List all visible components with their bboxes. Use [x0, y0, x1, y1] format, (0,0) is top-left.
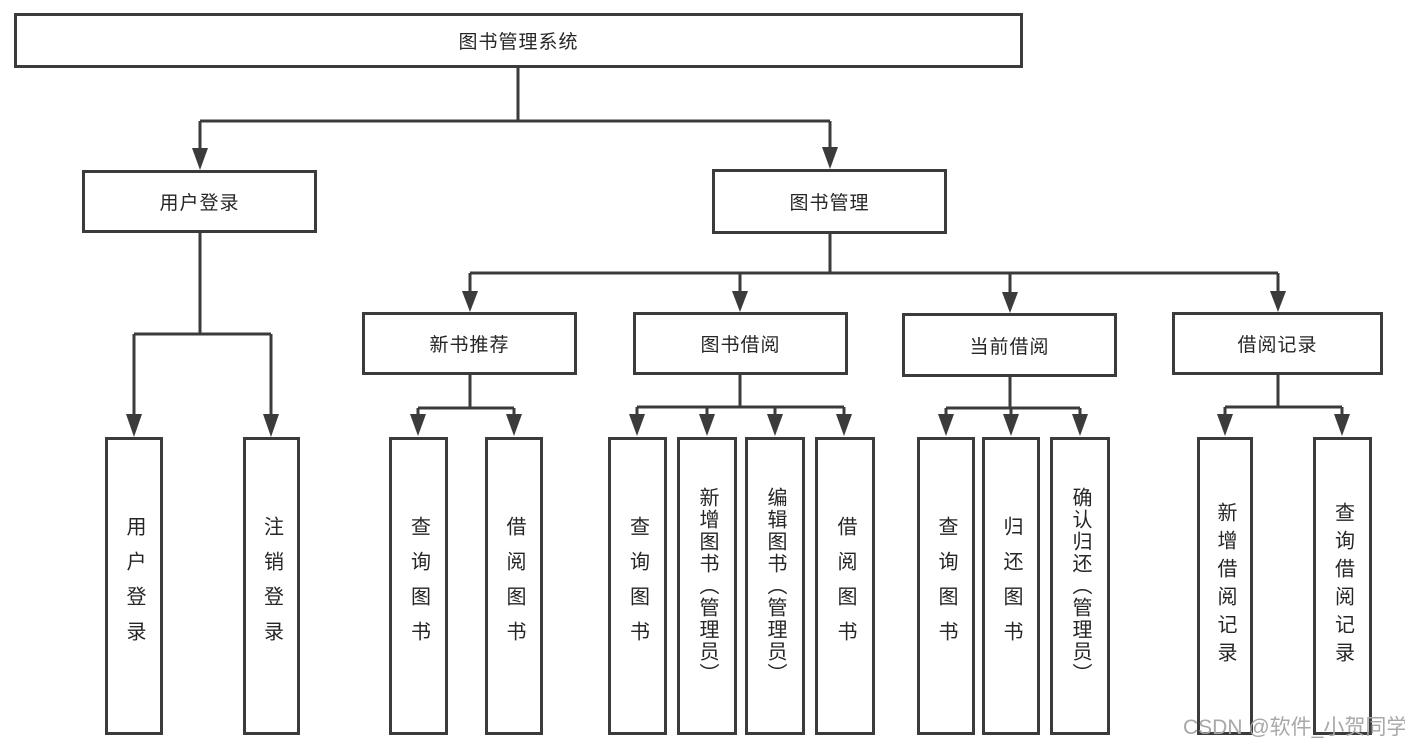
- leaf-return-book: 归还图书: [982, 437, 1040, 735]
- csdn-watermark: CSDN @软件_小贺同学: [1183, 716, 1405, 739]
- leaf-add-borrow-record: 新增借阅记录: [1197, 437, 1253, 735]
- connector-current-borrow-children: [938, 377, 1088, 436]
- node-book-borrow: 图书借阅: [633, 312, 848, 375]
- node-label: 图书管理: [789, 193, 870, 214]
- node-label: 用户登录: [159, 193, 240, 214]
- leaf-label: 用户登录: [123, 516, 145, 656]
- node-new-book-recommend: 新书推荐: [362, 312, 577, 375]
- leaf-query-book-current: 查询图书: [917, 437, 975, 735]
- node-user-login: 用户登录: [82, 170, 317, 233]
- leaf-user-login: 用户登录: [105, 437, 163, 735]
- leaf-label: 确认归还（管理员）: [1069, 487, 1091, 685]
- leaf-label: 借阅图书: [503, 516, 525, 656]
- connector-book-borrow-children: [629, 375, 852, 436]
- leaf-label: 查询图书: [407, 516, 430, 656]
- leaf-label: 新增图书（管理员）: [696, 487, 718, 685]
- leaf-borrow-book-recommend: 借阅图书: [485, 437, 543, 735]
- leaf-add-book-admin: 新增图书（管理员）: [677, 437, 737, 735]
- node-label: 当前借阅: [969, 336, 1050, 358]
- leaf-label: 归还图书: [1000, 516, 1022, 656]
- connector-new-book-children: [410, 375, 522, 436]
- leaf-label: 借阅图书: [834, 516, 856, 656]
- connector-root-children: [192, 68, 838, 170]
- leaf-edit-book-admin: 编辑图书（管理员）: [745, 437, 805, 735]
- node-library-management-system: 图书管理系统: [14, 13, 1023, 68]
- leaf-label: 查询图书: [626, 516, 649, 656]
- leaf-label: 编辑图书（管理员）: [764, 487, 786, 685]
- leaf-logout: 注销登录: [243, 437, 300, 735]
- leaf-label: 查询图书: [935, 516, 957, 656]
- leaf-label: 注销登录: [260, 516, 283, 656]
- leaf-label: 查询借阅记录: [1331, 502, 1354, 670]
- leaf-query-borrow-record: 查询借阅记录: [1313, 437, 1372, 735]
- node-label: 图书管理系统: [458, 32, 579, 53]
- leaf-borrow-book: 借阅图书: [815, 437, 875, 735]
- leaf-query-book-recommend: 查询图书: [389, 437, 448, 735]
- node-label: 图书借阅: [700, 335, 781, 356]
- node-label: 新书推荐: [429, 335, 510, 356]
- node-current-borrow: 当前借阅: [902, 313, 1117, 377]
- node-label: 借阅记录: [1237, 335, 1318, 356]
- leaf-confirm-return-admin: 确认归还（管理员）: [1050, 437, 1110, 735]
- leaf-label: 新增借阅记录: [1214, 502, 1236, 670]
- connector-borrow-record-children: [1217, 375, 1350, 436]
- node-borrow-records: 借阅记录: [1172, 312, 1383, 375]
- node-book-management: 图书管理: [712, 169, 947, 234]
- connector-book-mgmt-children: [462, 234, 1286, 313]
- connector-user-login-children: [126, 233, 279, 437]
- leaf-query-book-borrow: 查询图书: [608, 437, 667, 735]
